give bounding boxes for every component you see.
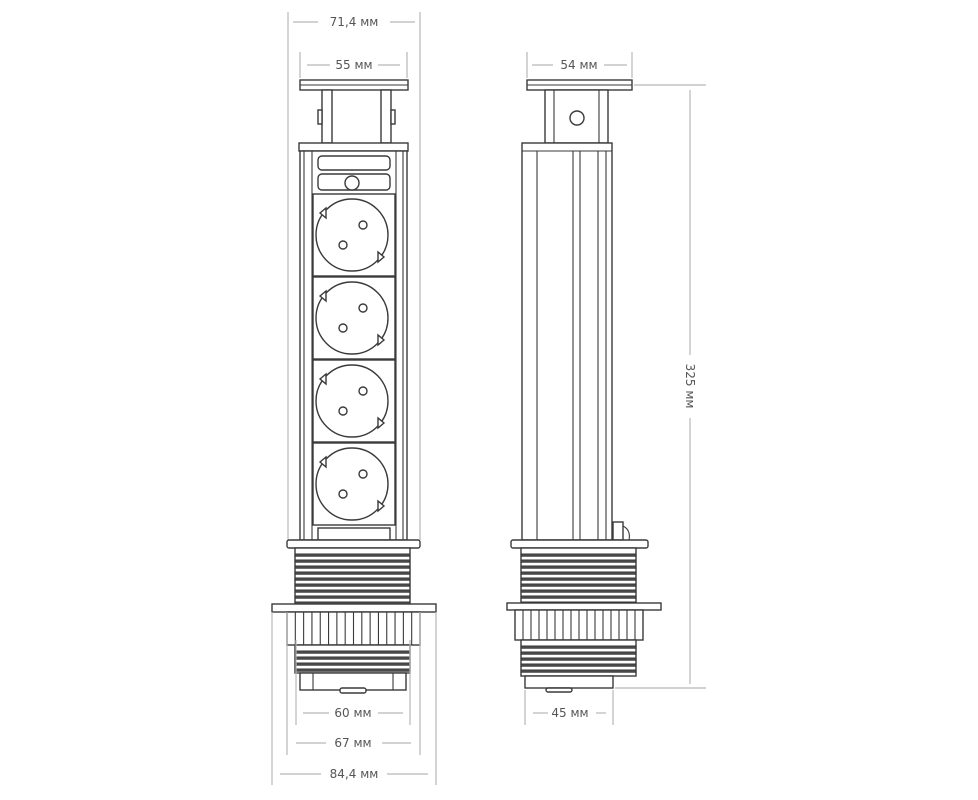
socket-outlet [312,276,396,360]
dimension-height: 325 мм [683,364,697,409]
side-view [506,52,706,725]
thread-section [294,547,411,605]
socket-outlet [312,359,396,443]
thread-section [520,547,637,605]
dimension-flange-diameter: 84,4 мм [280,767,428,781]
indicator-icon [344,175,360,191]
dim-label: 325 мм [683,364,697,409]
thread-section [294,644,411,674]
dim-label: 71,4 мм [330,15,379,29]
dim-label: 60 мм [334,706,371,720]
dim-label: 45 мм [551,706,588,720]
thread-section [520,639,637,677]
dimension-cap-width-side: 54 мм [532,58,627,72]
socket-outlet [312,193,396,277]
dimension-base-width-side: 45 мм [533,706,606,720]
front-view [271,12,437,785]
socket-outlet [312,442,396,526]
dimension-cutout-diameter: 67 мм [296,736,411,750]
ribbed-collar [286,611,421,646]
dim-label: 84,4 мм [330,767,379,781]
dim-label: 54 мм [560,58,597,72]
dimension-top-width-front: 71,4 мм [293,15,415,29]
dimension-cap-width-front: 55 мм [307,58,400,72]
dimension-thread-diameter: 60 мм [303,706,403,720]
ribbed-collar [514,609,644,641]
dim-label: 67 мм [334,736,371,750]
dim-label: 55 мм [335,58,372,72]
